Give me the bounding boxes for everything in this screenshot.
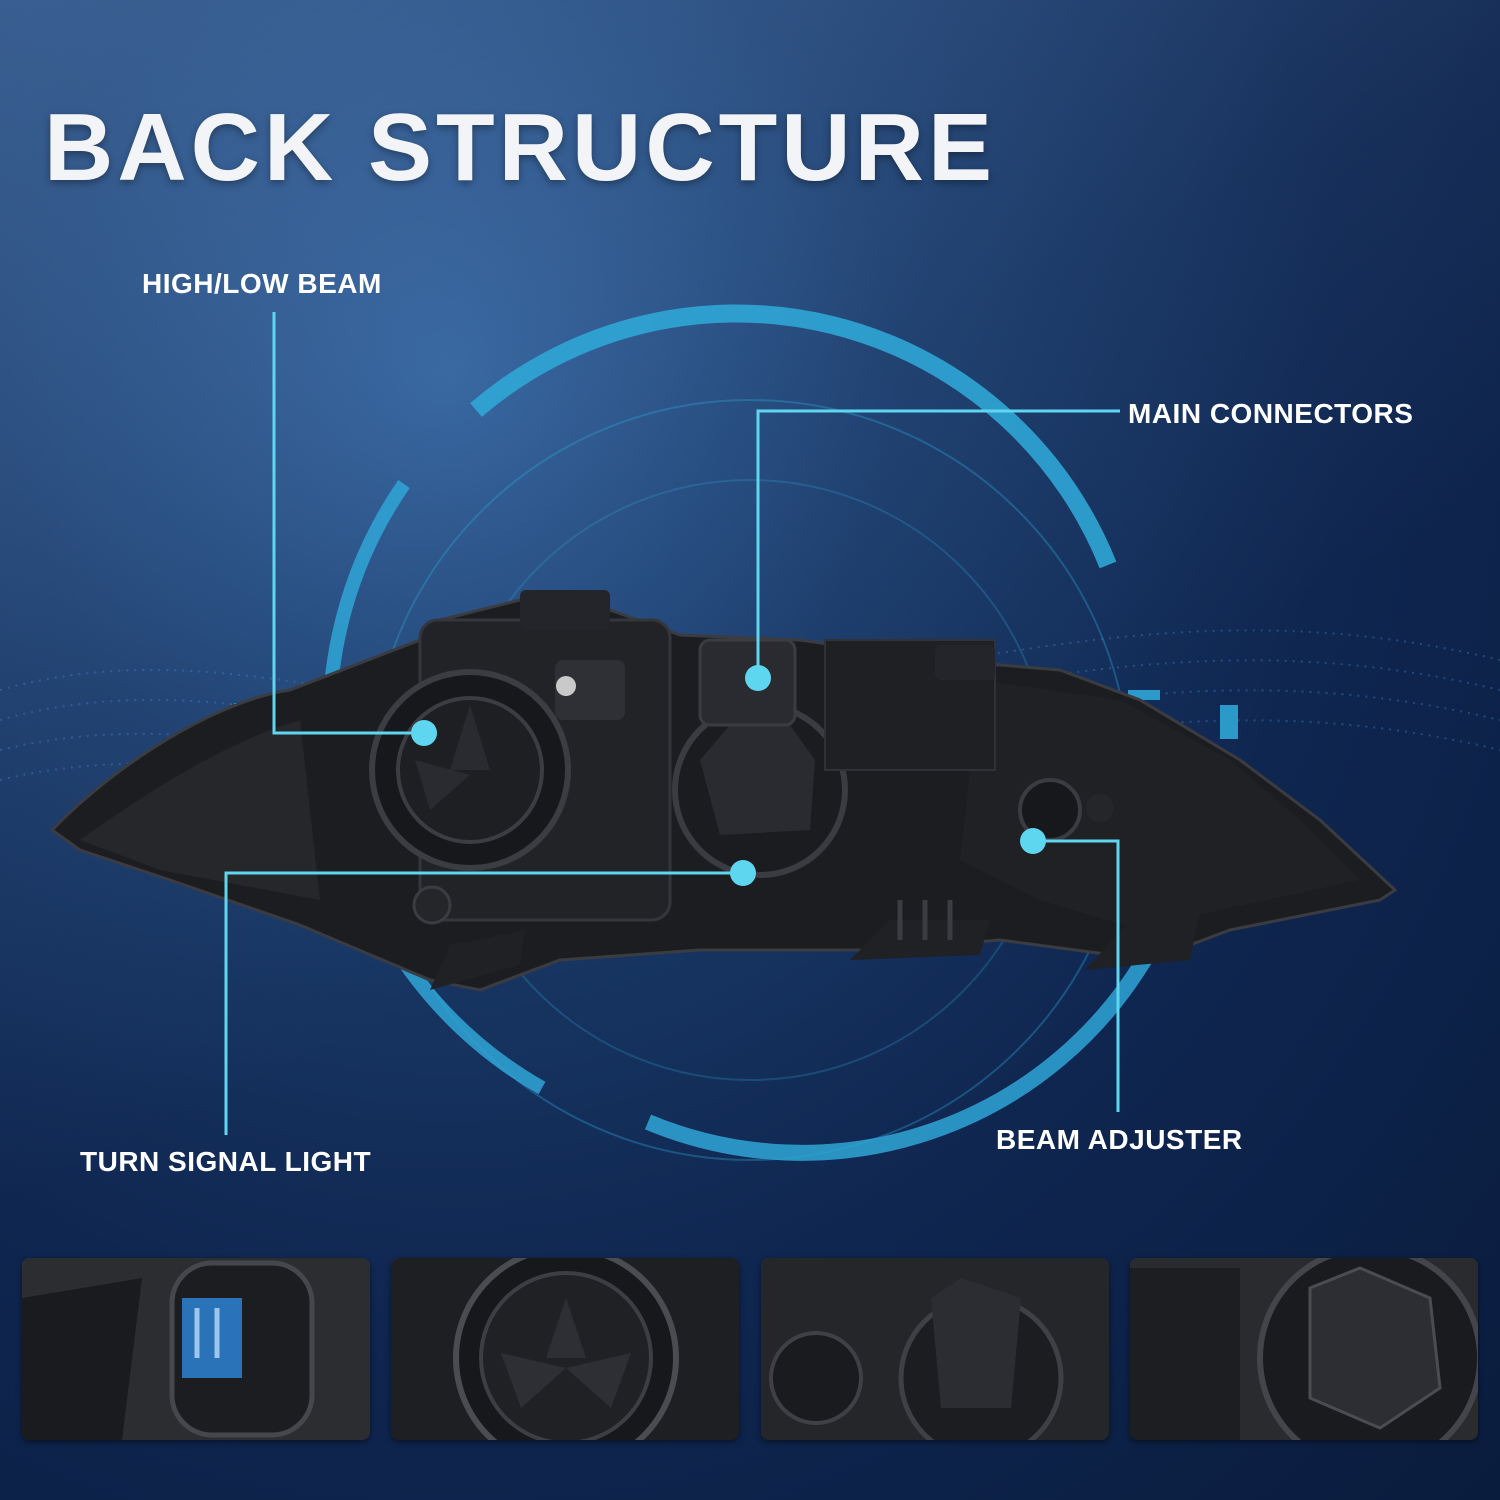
turn-signal-dot xyxy=(730,860,756,886)
thumbnail-adjuster-cap xyxy=(761,1258,1109,1440)
detail-thumbnails xyxy=(22,1258,1478,1440)
callout-beam-adjuster: BEAM ADJUSTER xyxy=(996,1124,1243,1155)
beam-adjuster-dot xyxy=(1020,828,1046,854)
callout-turn-signal-light: TURN SIGNAL LIGHT xyxy=(80,1146,372,1177)
callout-dots xyxy=(411,665,1046,886)
page-title: BACK STRUCTURE xyxy=(44,94,996,201)
thumbnail-dust-cap xyxy=(391,1258,739,1440)
high-low-beam-dot xyxy=(411,720,437,746)
callout-high-low-beam: HIGH/LOW BEAM xyxy=(142,268,382,299)
callout-lines xyxy=(224,312,1120,1135)
callout-main-connectors: MAIN CONNECTORS xyxy=(1128,398,1414,429)
thumbnail-connector xyxy=(22,1258,370,1440)
decorative-rings xyxy=(322,304,1157,1161)
headlight-housing xyxy=(49,590,1398,992)
thumbnail-bulb-cover xyxy=(1130,1258,1478,1440)
main-connectors-dot xyxy=(745,665,771,691)
